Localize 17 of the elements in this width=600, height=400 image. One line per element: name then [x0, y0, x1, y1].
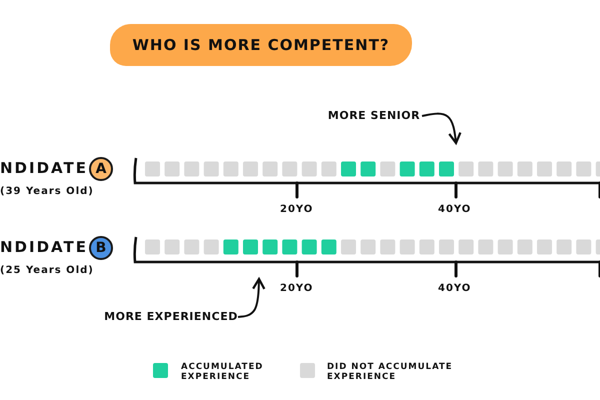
candidate-label: NDIDATE — [0, 238, 88, 256]
tick-label: 40YO — [438, 204, 472, 215]
candidate-badge: B — [89, 236, 113, 260]
legend-label: ACCUMULATED EXPERIENCE — [181, 362, 264, 382]
age-label: (39 Years Old) — [0, 186, 94, 197]
tick-label: 40YO — [438, 283, 472, 294]
callout-text: MORE EXPERIENCED — [104, 307, 238, 325]
title-banner: WHO IS MORE COMPETENT? — [110, 24, 412, 66]
candidate-label: NDIDATE — [0, 159, 88, 177]
age-label: (25 Years Old) — [0, 265, 94, 276]
callout-text: MORE SENIOR — [326, 106, 422, 124]
callout-arrow — [422, 112, 462, 144]
legend-label: DID NOT ACCUMULATE EXPERIENCE — [327, 362, 454, 382]
candidate-badge: A — [89, 157, 113, 181]
tick-label: 20YO — [280, 283, 314, 294]
tick-label: 20YO — [280, 204, 314, 215]
callout-arrow — [238, 278, 266, 318]
